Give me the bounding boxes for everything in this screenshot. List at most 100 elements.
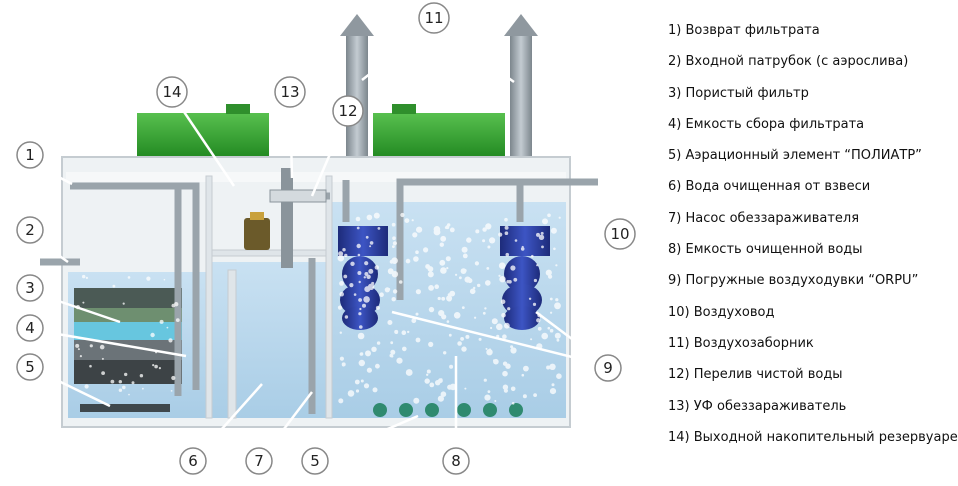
bubble (101, 371, 105, 375)
bubble (75, 343, 80, 348)
bubble (474, 316, 477, 319)
bubble (429, 382, 435, 388)
bubble (112, 284, 116, 288)
bubble (426, 369, 431, 374)
bubble (484, 394, 491, 401)
bubble (389, 353, 393, 358)
bubble (498, 262, 506, 270)
bubble (377, 227, 381, 230)
bubble (423, 247, 429, 253)
bubble (459, 276, 462, 280)
bubble (128, 393, 130, 396)
legend-item-9: 9) Погружные воздуходувки “ORPU” (668, 273, 919, 289)
bubble (171, 303, 176, 308)
legend-item-10: 10) Воздуховод (668, 304, 775, 320)
bubble (412, 232, 418, 238)
bubble (363, 383, 370, 389)
bubble (545, 269, 552, 276)
bubble (373, 212, 380, 219)
bubble (344, 253, 348, 258)
bubble (359, 307, 362, 311)
bubble (466, 237, 472, 243)
callout-14: 14 (162, 83, 181, 101)
legend-item-1: 1) Возврат фильтрата (668, 23, 820, 38)
bubble (400, 212, 405, 218)
callout-4: 4 (25, 319, 35, 337)
bubble (489, 237, 496, 244)
bubble (101, 357, 104, 360)
bubble (415, 289, 421, 295)
bubble (490, 326, 493, 330)
bubble (344, 315, 349, 319)
bubble (391, 297, 396, 302)
bubble (364, 261, 369, 266)
bubble (536, 264, 539, 267)
bubble (391, 222, 396, 227)
bubble (339, 281, 344, 286)
bubble (424, 378, 430, 384)
legend-list: 1) Возврат фильтрата 2) Входной патрубок… (668, 20, 958, 458)
legend-item-3: 3) Пористый фильтр (668, 85, 809, 101)
bubble (342, 248, 346, 252)
bubble (390, 349, 396, 355)
bubble (554, 302, 561, 310)
bubble (379, 292, 384, 298)
bubble (551, 383, 555, 387)
bubble (485, 223, 492, 230)
bubble (491, 318, 498, 325)
bubble (392, 245, 395, 249)
bubble (464, 276, 471, 283)
bubble (505, 363, 511, 369)
callout-1: 1 (25, 146, 35, 164)
bubble (536, 232, 540, 237)
bubble (502, 370, 508, 377)
bubble (477, 283, 481, 288)
bubble (549, 328, 554, 333)
callout-7: 7 (254, 452, 264, 470)
bubble (437, 296, 441, 301)
callout-8: 8 (451, 452, 461, 470)
bubble (360, 379, 364, 383)
bubble (390, 341, 394, 345)
callout-5a: 5 (25, 358, 35, 376)
bubble (447, 296, 452, 302)
bubble (357, 332, 365, 340)
bubble (368, 268, 374, 274)
bubble (168, 338, 173, 343)
bubble (396, 357, 403, 364)
bubble (389, 259, 394, 264)
bubble (349, 283, 354, 288)
bubble (163, 278, 166, 281)
bubble (152, 364, 155, 367)
legend-item-11: 11) Воздухозаборник (668, 335, 814, 351)
bubble (542, 218, 548, 225)
bubble (170, 390, 173, 392)
bubble (84, 384, 89, 389)
bubble (443, 351, 447, 355)
bubble (540, 231, 544, 235)
bubble (475, 229, 480, 234)
bubble (520, 247, 525, 251)
bubble (460, 337, 464, 341)
bubble (89, 344, 93, 348)
bubble (533, 278, 538, 283)
bubble (528, 297, 532, 300)
bubble (499, 276, 506, 283)
bubble (411, 318, 417, 324)
leader-lines (29, 22, 618, 460)
bubble (554, 332, 561, 339)
bubble (375, 305, 380, 310)
bubble (339, 356, 344, 361)
bubble (415, 337, 421, 343)
bubble (371, 346, 377, 352)
bubble (510, 347, 517, 354)
bubble (426, 373, 429, 376)
air-intake-stacks (340, 14, 538, 170)
bubble (474, 261, 479, 266)
bubble (357, 253, 361, 257)
bubble (404, 218, 410, 224)
bubble (549, 388, 557, 395)
bubble (401, 330, 407, 336)
legend-item-7: 7) Насос обеззараживателя (668, 210, 860, 226)
bubble (82, 274, 86, 279)
